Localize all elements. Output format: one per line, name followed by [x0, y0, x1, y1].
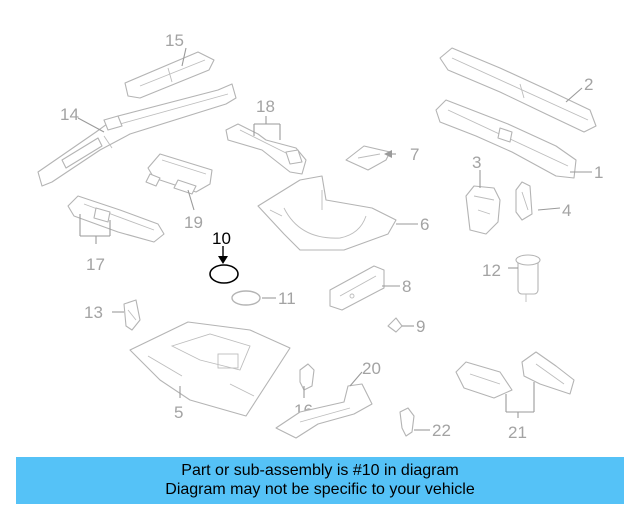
part-6-drawing: [257, 175, 397, 251]
part-17-drawing: [67, 195, 165, 243]
part-13-drawing: [123, 299, 141, 331]
part-12-drawing: [515, 254, 541, 302]
part-3-drawing: [465, 185, 501, 235]
part-5-drawing: [129, 321, 291, 417]
callout-14: 14: [60, 105, 79, 124]
info-banner: Part or sub-assembly is #10 in diagram D…: [16, 457, 624, 504]
callout-5: 5: [174, 403, 183, 422]
part-19-drawing: [145, 153, 213, 195]
callout-1: 1: [594, 163, 603, 182]
callout-10: 10: [212, 229, 231, 248]
callout-4: 4: [562, 201, 571, 220]
part-8-drawing: [329, 265, 385, 311]
part-20-drawing: [275, 383, 373, 439]
part-15-drawing: [124, 51, 215, 99]
part-2-drawing: [439, 47, 597, 133]
callout-20: 20: [362, 359, 381, 378]
callout-22: 22: [432, 421, 451, 440]
callout-9: 9: [416, 317, 425, 336]
callout-15: 15: [165, 31, 184, 50]
part-1-drawing: [435, 99, 577, 179]
callout-2: 2: [584, 75, 593, 94]
part-18-drawing: [225, 123, 307, 175]
banner-line-1: Part or sub-assembly is #10 in diagram: [181, 462, 459, 479]
callout-19: 19: [184, 213, 203, 232]
callout-3: 3: [472, 153, 481, 172]
callout-7: 7: [410, 145, 419, 164]
callout-12: 12: [482, 261, 501, 280]
part-9-drawing: [387, 317, 403, 333]
callout-6: 6: [420, 215, 429, 234]
part-10-drawing: [209, 264, 239, 284]
part-21-drawing: [455, 351, 575, 399]
callout-21: 21: [508, 423, 527, 442]
callout-17: 17: [86, 255, 105, 274]
part-14-drawing: [37, 83, 237, 187]
part-4-drawing: [515, 181, 533, 221]
part-16-drawing: [299, 363, 315, 391]
part-7-drawing: [345, 145, 391, 171]
callout-11: 11: [278, 289, 296, 308]
callout-18: 18: [256, 97, 275, 116]
banner-line-2: Diagram may not be specific to your vehi…: [165, 481, 475, 498]
callout-13: 13: [84, 303, 103, 322]
callout-8: 8: [402, 277, 411, 296]
part-11-drawing: [231, 290, 261, 306]
part-22-drawing: [399, 407, 415, 437]
